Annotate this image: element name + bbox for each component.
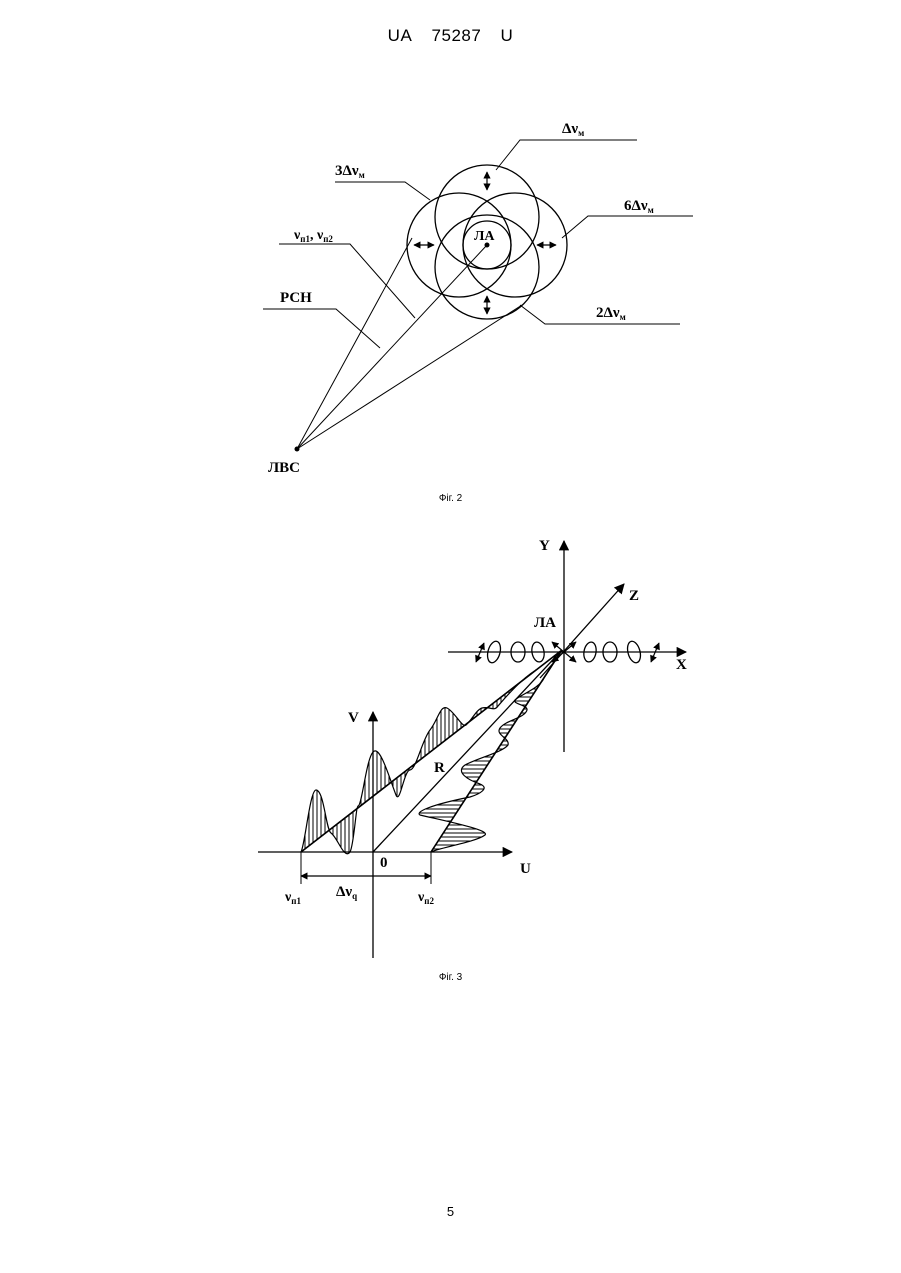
figure-3: [258, 541, 686, 958]
label-2dv-m: 2Δνм: [596, 305, 626, 322]
label-dv-m: Δνм: [562, 121, 584, 138]
label-u: U: [520, 861, 531, 877]
figure-3-caption: Фіг. 3: [0, 972, 901, 983]
figure-2-caption: Фіг. 2: [0, 493, 901, 504]
fig2-leaders: [263, 140, 693, 348]
label-3dv-m: 3Δνм: [335, 163, 365, 180]
label-zero: 0: [380, 855, 388, 871]
fig2-rays: [297, 238, 522, 449]
label-lvs: ЛВС: [268, 460, 300, 476]
page-number: 5: [0, 1204, 901, 1219]
label-y: Y: [539, 538, 550, 554]
ray-r: [373, 650, 562, 852]
label-dv-q: Δνq: [336, 884, 357, 901]
label-x: X: [676, 657, 687, 673]
label-nu-n1: νп1: [284, 890, 301, 906]
label-6dv-m: 6Δνм: [624, 198, 654, 215]
label-nu-n1-n2: νп1, νп2: [293, 228, 333, 244]
label-v: V: [348, 710, 359, 726]
label-pcn: РСН: [280, 290, 312, 306]
label-z: Z: [629, 588, 639, 604]
wave-nu2: [419, 650, 562, 852]
label-nu-n2: νп2: [417, 890, 434, 906]
label-r: R: [434, 760, 445, 776]
label-la-fig2: ЛА: [474, 229, 495, 244]
label-la-fig3: ЛА: [534, 615, 556, 631]
